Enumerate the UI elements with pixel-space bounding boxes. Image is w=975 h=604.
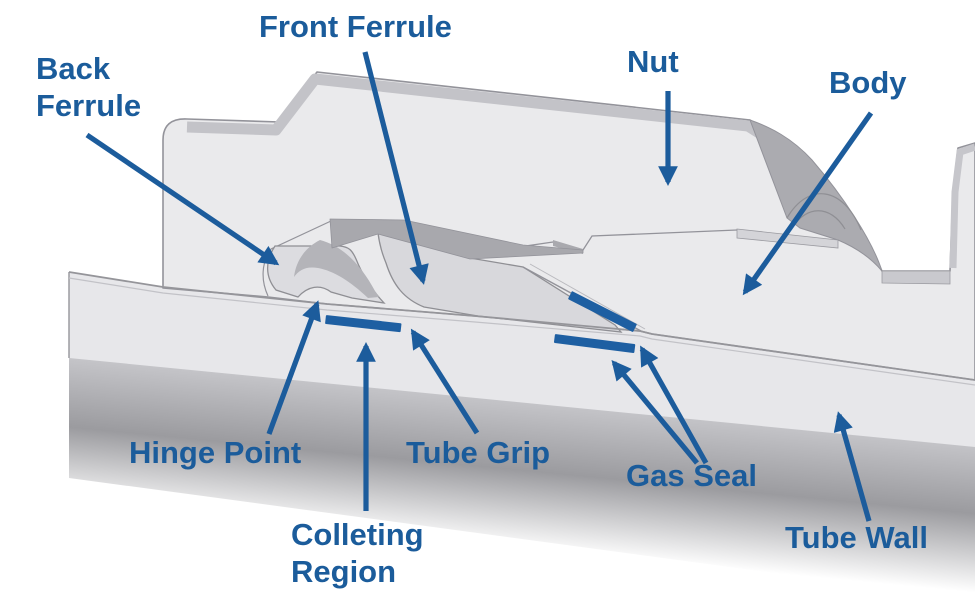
gas-seal-marker-upper: [568, 291, 637, 332]
body-seat-line-inner: [529, 263, 646, 330]
front-ferrule-shape: [377, 232, 623, 333]
tube-grip-label: Tube Grip: [406, 435, 551, 470]
tube-top-edge-inner: [68, 277, 975, 386]
tube-wall-label: Tube Wall: [785, 520, 928, 555]
body-shoulder-ledge: [881, 270, 951, 285]
back-ferrule-label: Back Ferrule: [36, 51, 142, 123]
back-ferrule-shape: [266, 245, 386, 304]
gas-seal-arrow-right: [639, 345, 709, 465]
front-ferrule-label: Front Ferrule: [259, 9, 452, 44]
ferrule-cavity-shadow: [329, 218, 584, 260]
body-hex-chamfer-highlight: [949, 143, 975, 269]
colleting-region-label: Colleting Region: [291, 517, 433, 589]
thread-arc-detail-1: [786, 193, 862, 231]
gas-seal-marker-lower: [553, 334, 636, 353]
back-ferrule-arrow: [85, 132, 280, 266]
back-ferrule-shading: [294, 240, 379, 298]
colleting-region-marker: [325, 315, 402, 333]
tube-wall-arrow: [833, 411, 872, 522]
nut-label: Nut: [627, 44, 679, 79]
tube-wall-shading: [69, 357, 975, 600]
gas-seal-arrow-left: [611, 359, 700, 465]
tube-surface: [69, 272, 975, 447]
gas-seal-label: Gas Seal: [626, 458, 757, 493]
body-arrow: [742, 111, 874, 296]
body-thread-ledge: [736, 228, 839, 249]
front-ferrule-arrow: [362, 51, 429, 285]
tube-top-edge: [68, 271, 975, 381]
hinge-point-arrow: [266, 300, 321, 435]
hinge-point-label: Hinge Point: [129, 435, 302, 470]
tube-grip-arrow: [410, 328, 480, 435]
body-label: Body: [829, 65, 907, 100]
